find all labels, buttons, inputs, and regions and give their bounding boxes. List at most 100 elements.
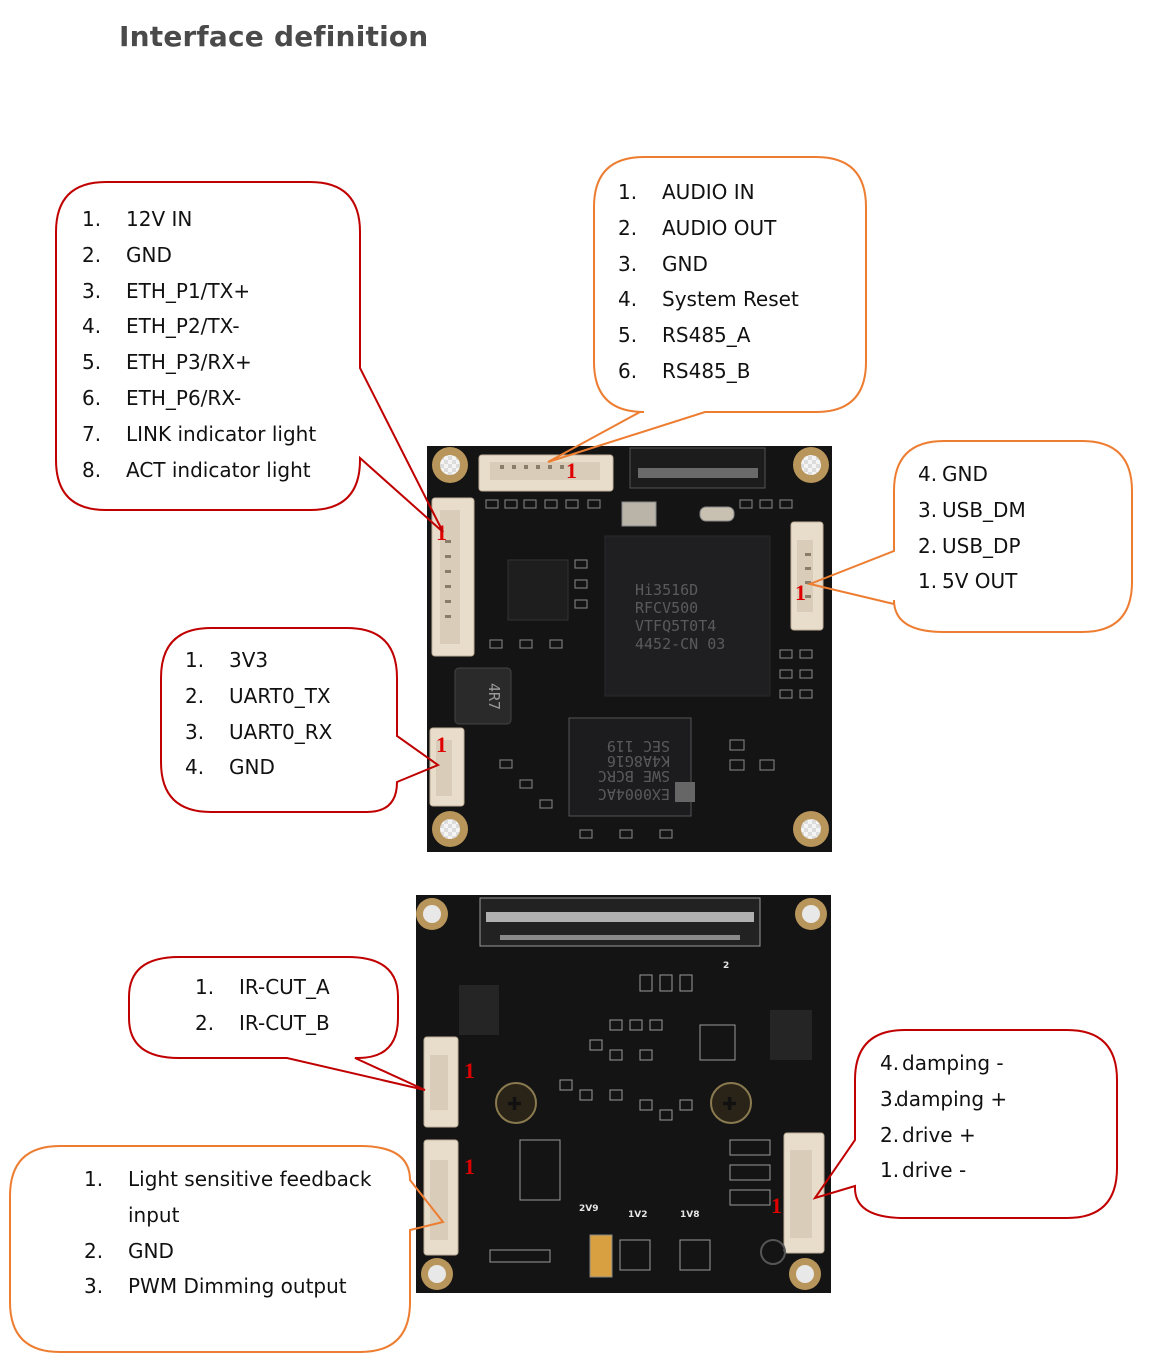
pin-row: 2.USB_DP bbox=[918, 529, 1026, 565]
pin-row: 1.Light sensitive feedback bbox=[84, 1162, 371, 1198]
pin-label: PWM Dimming output bbox=[128, 1274, 347, 1299]
pin-row: 2.GND bbox=[82, 238, 316, 274]
pin-row: 4.ETH_P2/TX- bbox=[82, 309, 316, 345]
pin-number: 5. bbox=[82, 350, 102, 375]
ircut-driver-chip bbox=[459, 985, 499, 1035]
pin-number: 7. bbox=[82, 421, 102, 446]
pin-row: 4.damping - bbox=[880, 1046, 1007, 1082]
pin-label: ACT indicator light bbox=[126, 457, 311, 482]
callout-usb: 4.GND 3.USB_DM 2.USB_DP 1.5V OUT bbox=[918, 457, 1026, 600]
pin-label: AUDIO OUT bbox=[662, 215, 777, 240]
pin-row: 1.12V IN bbox=[82, 202, 316, 238]
crystal bbox=[621, 501, 657, 527]
motor-driver-chip bbox=[770, 1010, 812, 1060]
pin-label: UART0_RX bbox=[229, 719, 333, 744]
soc-line-4: 4452-CN 03 bbox=[635, 635, 725, 653]
pin-number: 3. bbox=[84, 1274, 104, 1299]
silk-1v8: 1V8 bbox=[680, 1210, 700, 1220]
usb-connector bbox=[790, 521, 824, 631]
mount-hole-b-tr bbox=[795, 898, 827, 930]
pin-row: 2.AUDIO OUT bbox=[618, 211, 799, 247]
pin-label: UART0_TX bbox=[229, 683, 331, 708]
pin-number: 3. bbox=[618, 251, 638, 276]
fpc-connector-top bbox=[629, 447, 766, 489]
soc-line-2: RFCV500 bbox=[635, 599, 698, 617]
pin-number: 3. bbox=[185, 719, 205, 744]
ircut-connector bbox=[423, 1036, 459, 1128]
pin-number: 3. bbox=[880, 1086, 900, 1111]
svg-text:✚: ✚ bbox=[507, 1094, 522, 1115]
pin-number: 2. bbox=[880, 1122, 900, 1147]
pin1-marker-ircut: 1 bbox=[464, 1058, 475, 1083]
pin-row: 3. UART0_RX bbox=[185, 715, 332, 751]
pin-row: 4.System Reset bbox=[618, 282, 799, 318]
pin-number: 3. bbox=[918, 497, 938, 522]
pin1-marker-motor: 1 bbox=[771, 1193, 782, 1218]
pin-label: IR-CUT_A bbox=[239, 975, 330, 999]
pcb-pads bbox=[485, 499, 813, 839]
mount-hole-tr bbox=[793, 447, 829, 483]
mount-hole-tl bbox=[432, 447, 468, 483]
pin-label: RS485_A bbox=[662, 323, 751, 348]
pin-label: input bbox=[128, 1202, 180, 1227]
pcb-pads-bottom bbox=[489, 974, 771, 1271]
bottom-board: 2 ✚ ✚ bbox=[416, 895, 831, 1293]
pin1-marker-uart: 1 bbox=[436, 732, 447, 757]
pin-row: 6.ETH_P6/RX- bbox=[82, 381, 316, 417]
pin-number: 2. bbox=[185, 683, 205, 708]
pin-number: 1. bbox=[195, 975, 215, 999]
pin-label: damping + bbox=[896, 1086, 1008, 1111]
pin-number: 6. bbox=[618, 358, 638, 383]
pin-label: AUDIO IN bbox=[662, 180, 755, 204]
pin-row: 4.GND bbox=[185, 750, 332, 786]
inductor-text: 4R7 bbox=[485, 683, 503, 710]
pin-number: 1. bbox=[918, 569, 938, 594]
pin-label: USB_DP bbox=[942, 533, 1021, 558]
pin-label: 3V3 bbox=[229, 648, 269, 672]
mount-hole-b-br bbox=[789, 1258, 821, 1290]
mount-hole-br bbox=[793, 811, 829, 847]
inductor: 4R7 bbox=[454, 667, 512, 725]
pin1-marker-ethernet: 1 bbox=[436, 520, 447, 545]
pin-row: 3.GND bbox=[618, 247, 799, 283]
pin-row: 7.LINK indicator light bbox=[82, 417, 316, 453]
pin-number: 1. bbox=[880, 1158, 900, 1183]
pin-label: damping - bbox=[902, 1051, 1004, 1075]
pin-number bbox=[84, 1198, 128, 1234]
crystal-2 bbox=[699, 506, 735, 522]
mount-hole-b-tl bbox=[416, 898, 448, 930]
pin-label: drive + bbox=[902, 1122, 976, 1147]
pin-number: 4. bbox=[618, 287, 638, 312]
callout-light-sensor: 1.Light sensitive feedback input 2.GND 3… bbox=[84, 1162, 371, 1305]
pin-label: Light sensitive feedback bbox=[128, 1167, 372, 1191]
qr-code bbox=[675, 782, 695, 802]
ram-line-2: SWE BCRC bbox=[598, 767, 670, 785]
mount-hole-b-bl bbox=[421, 1258, 453, 1290]
motor-connector bbox=[783, 1132, 825, 1254]
pin-row: 3. PWM Dimming output bbox=[84, 1269, 371, 1305]
mount-hole-bl bbox=[432, 811, 468, 847]
ram-line-3: K4A8G16 bbox=[607, 752, 670, 770]
callout-audio-rs485: 1.AUDIO IN 2.AUDIO OUT 3.GND 4.System Re… bbox=[618, 175, 799, 390]
uart-connector bbox=[429, 727, 465, 807]
callout-light-sensor-shape bbox=[9, 1145, 445, 1353]
pin-number: 3. bbox=[82, 278, 102, 303]
pin-label: IR-CUT_B bbox=[239, 1010, 330, 1035]
pin1-marker-light: 1 bbox=[464, 1154, 475, 1179]
pin-number: 4. bbox=[82, 314, 102, 339]
pin-row: 8.ACT indicator light bbox=[82, 453, 316, 489]
callout-ircut: 1.IR-CUT_A 2.IR-CUT_B bbox=[195, 970, 330, 1042]
pin-row: 2.GND bbox=[84, 1234, 371, 1270]
pin-row: 2.drive + bbox=[880, 1118, 1007, 1154]
pin-label: USB_DM bbox=[942, 497, 1026, 522]
pin-row: 3.USB_DM bbox=[918, 493, 1026, 529]
bottom-pcb bbox=[416, 895, 831, 1293]
pin-label: drive - bbox=[902, 1158, 967, 1183]
audio-rs485-connector bbox=[478, 454, 614, 492]
pin-row: 5.ETH_P3/RX+ bbox=[82, 345, 316, 381]
pin1-marker-audio: 1 bbox=[566, 458, 577, 483]
pin-row: 1.drive - bbox=[880, 1153, 1007, 1189]
pin-row: 3.damping + bbox=[880, 1082, 1007, 1118]
pin-label: GND bbox=[229, 755, 275, 780]
